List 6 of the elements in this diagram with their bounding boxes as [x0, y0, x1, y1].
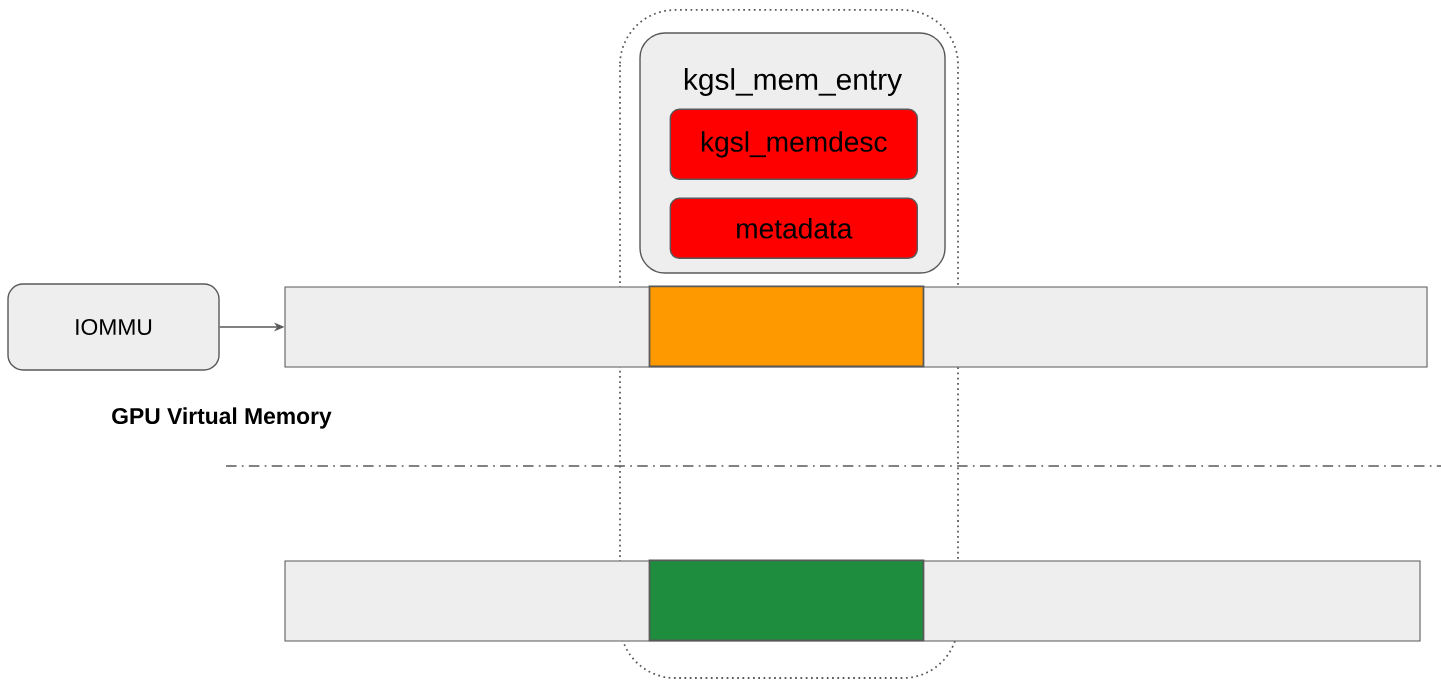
field-box: kgsl_memdesc [669, 108, 919, 180]
memory-region [648, 559, 925, 642]
field-box: metadata [669, 197, 919, 259]
unit-box: IOMMU [7, 283, 220, 371]
section-label: GPU Virtual Memory [112, 407, 332, 429]
memory-region [648, 285, 925, 368]
